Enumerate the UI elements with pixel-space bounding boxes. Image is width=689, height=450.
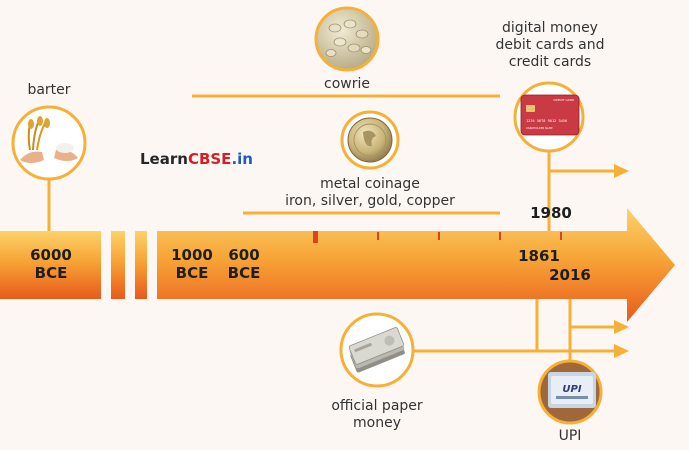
tick xyxy=(499,232,501,240)
cowrie-image xyxy=(314,6,380,72)
year-6000-bce: 6000 BCE xyxy=(30,246,72,282)
year-600-bce: 600 BCE xyxy=(227,246,261,282)
upi-arrowhead xyxy=(614,320,629,334)
digital-money-arrowhead xyxy=(614,164,629,178)
connector-lines xyxy=(47,94,617,366)
card-name: CARDHOLDER NAME xyxy=(526,126,553,130)
label-cowrie: cowrie xyxy=(324,76,370,92)
card-chip-icon xyxy=(526,105,535,112)
paper-money-arrowhead xyxy=(614,344,629,358)
timeline-ticks xyxy=(313,231,562,243)
label-upi: UPI xyxy=(558,428,582,444)
label-digital-money: digital money debit cards and credit car… xyxy=(495,20,605,70)
year-2016: 2016 xyxy=(549,266,591,284)
tick-600bce xyxy=(313,231,318,243)
tick xyxy=(560,232,562,240)
timeline-band xyxy=(0,208,675,322)
year-1000-bce: 1000 BCE xyxy=(171,246,213,282)
upi-logo-icon: UPI xyxy=(562,384,581,395)
credit-card-image: CREDIT CARD 1234 5678 9012 3456 CARDHOLD… xyxy=(513,81,585,153)
timeline-arrow xyxy=(157,208,675,322)
label-paper-money: official paper money xyxy=(331,398,423,431)
barter-image xyxy=(11,105,87,181)
tick xyxy=(438,232,440,240)
year-1980: 1980 xyxy=(530,204,572,222)
year-1861: 1861 xyxy=(518,247,560,265)
label-metal-coinage: metal coinage iron, silver, gold, copper xyxy=(285,176,455,209)
timeline-segment-2 xyxy=(111,231,125,299)
learncbse-watermark: LearnCBSE.in xyxy=(140,150,253,168)
card-number: 1234 5678 9012 3456 xyxy=(526,119,567,123)
card-header: CREDIT CARD xyxy=(553,98,574,102)
metal-coin-image xyxy=(340,110,400,170)
tick xyxy=(377,232,379,240)
paper-money-image xyxy=(339,312,415,388)
timeline-segment-3 xyxy=(135,231,147,299)
label-barter: barter xyxy=(27,82,71,98)
upi-image: UPI xyxy=(537,359,603,425)
arrow-heads xyxy=(614,164,629,358)
timeline-segment-1 xyxy=(0,231,101,299)
